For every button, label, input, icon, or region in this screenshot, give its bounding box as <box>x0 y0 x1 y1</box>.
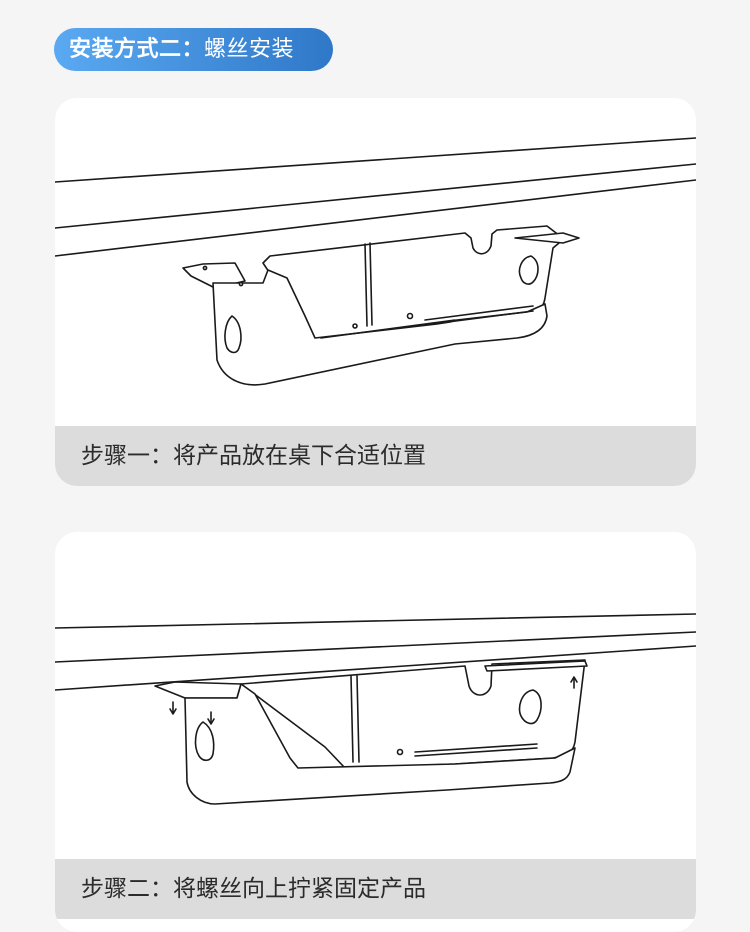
section-title-rest: 螺丝安装 <box>204 37 295 62</box>
step-2-illustration <box>55 613 696 805</box>
cable-tray <box>182 225 580 386</box>
step-2-card: 步骤二：将螺丝向上拧紧固定产品 <box>55 532 696 932</box>
step-1-card: 步骤一：将产品放在桌下合适位置 <box>55 98 696 486</box>
cable-tray <box>154 659 588 805</box>
desk-edge <box>55 137 696 257</box>
step-1-caption: 步骤一：将产品放在桌下合适位置 <box>55 426 696 486</box>
step-1-illustration <box>55 137 696 386</box>
step-2-caption: 步骤二：将螺丝向上拧紧固定产品 <box>55 859 696 919</box>
section-title-bold: 安装方式二： <box>69 37 205 62</box>
section-title-pill: 安装方式二：螺丝安装 <box>54 28 333 71</box>
desk-edge <box>55 613 696 691</box>
screws <box>169 676 578 725</box>
